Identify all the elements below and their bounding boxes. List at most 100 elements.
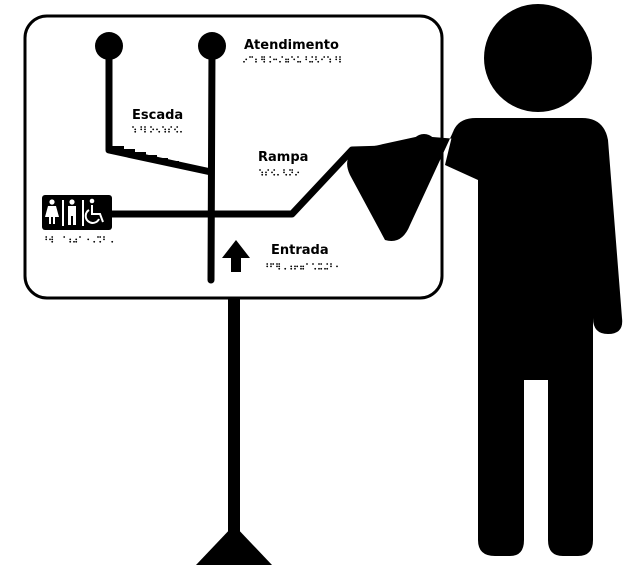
braille-dot [150,126,152,128]
braille-dot [259,169,261,171]
braille-dot [265,173,267,176]
braille-dot [103,238,105,241]
label-atendimento: Atendimento [244,38,339,53]
braille-dot [99,240,102,243]
braille-dot [296,265,299,268]
braille-dot [300,265,302,268]
braille-dot [263,60,266,63]
braille-dot [320,267,323,270]
braille-dot [278,265,281,268]
braille-dot [132,126,134,128]
braille-dot [261,58,263,61]
braille-dot [287,60,290,63]
braille-dot [93,240,96,243]
braille-dot [245,58,248,61]
braille-dot [339,56,341,58]
braille-dot [261,173,264,176]
braille-dot [284,267,287,270]
braille-dot [150,130,152,133]
braille-dot [294,265,296,268]
braille-dot [293,58,296,61]
braille-dot [251,56,254,58]
braille-dot [317,60,320,63]
braille-dot [297,171,300,174]
braille-dot [255,60,257,63]
braille-dot [170,126,173,128]
braille-dot [318,263,320,265]
braille-dot [311,56,314,58]
braille-dot [283,171,285,174]
braille-dot [306,263,308,265]
braille-dot [305,56,308,58]
braille-dot [330,263,332,265]
braille-dot [305,58,308,61]
braille-dot [314,267,317,270]
braille-dot [69,240,72,243]
braille-dot [275,58,278,61]
restroom-panel [42,195,112,230]
braille-dot [311,60,314,63]
braille-restroom [45,236,114,243]
braille-dot [168,128,170,131]
braille-dot [336,265,338,268]
braille-dot [335,56,338,58]
braille-dot [144,126,146,128]
braille-dot [279,60,281,63]
braille-dot [281,56,284,58]
braille-dot [152,128,155,131]
braille-dot [278,267,281,270]
up-arrow-icon [222,240,250,272]
braille-dot [330,265,332,268]
braille-dot [295,173,297,176]
braille-dot [302,265,305,268]
person-hand [411,134,437,160]
escada-node [95,32,123,60]
braille-dot [180,130,182,133]
braille-dot [273,173,276,176]
braille-dot [289,173,291,176]
braille-dot [329,60,332,63]
male-restroom-icon [68,199,76,225]
braille-dot [79,236,81,238]
braille-dot [277,173,279,176]
braille-dot [176,126,179,128]
braille-dot [176,130,179,133]
braille-dot [273,169,276,171]
braille-dot [294,267,296,270]
braille-dot [271,171,273,174]
braille-rampa [259,169,300,176]
braille-dot [156,128,158,131]
braille-dot [335,58,338,61]
braille-dot [326,267,329,270]
braille-dot [158,130,161,133]
braille-dot [140,128,143,131]
braille-dot [267,169,270,171]
braille-dot [290,267,293,270]
braille-dot [111,240,114,243]
braille-dot [297,60,299,63]
braille-dot [134,128,137,131]
braille-dot [299,60,302,63]
braille-dot [321,58,323,61]
braille-dot [339,58,341,61]
braille-dot [75,240,78,243]
label-escada: Escada [132,108,183,123]
braille-dot [162,126,164,128]
braille-dot [97,236,99,238]
braille-dot [272,263,275,265]
braille-dot [87,238,90,241]
braille-dot [273,58,275,61]
braille-dot [164,130,167,133]
braille-dot [69,238,72,241]
braille-dot [283,169,285,171]
braille-dot [45,238,48,241]
braille-dot [297,56,299,58]
braille-dot [270,263,272,265]
person-head [484,4,592,112]
braille-dot [326,263,329,265]
label-rampa: Rampa [258,150,308,165]
braille-dot [73,240,75,243]
stairs-icon [111,146,201,172]
braille-entrada [266,263,338,270]
braille-dot [320,263,323,265]
